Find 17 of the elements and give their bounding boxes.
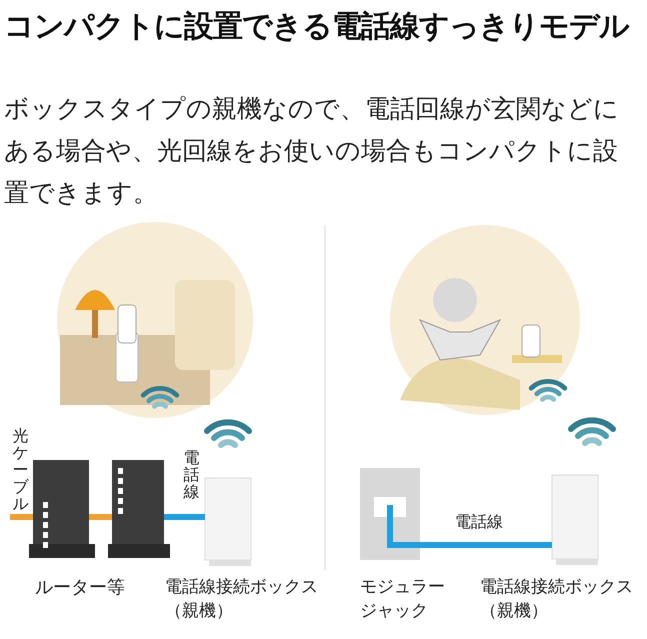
router-drawing bbox=[29, 460, 95, 558]
description-text: ボックスタイプの親機なので、電話回線が玄関などにある場合や、光回線をお使いの場合もコンパクトに設置できます。 bbox=[4, 94, 620, 209]
connection-box bbox=[552, 474, 598, 565]
modular-jack-drawing bbox=[360, 468, 420, 560]
device-caption: 電話線接続ボックス（親機） bbox=[480, 576, 634, 622]
device-caption: 電話線接続ボックス（親機） bbox=[165, 576, 319, 622]
cable-label: 光ケーブル bbox=[12, 428, 29, 513]
cable bbox=[164, 514, 205, 520]
router-drawing bbox=[108, 460, 170, 558]
cable-label: 電話線 bbox=[183, 450, 200, 501]
connection-box bbox=[204, 478, 252, 566]
device-caption: モジュラージャック bbox=[360, 576, 446, 622]
device-caption: ルーター等 bbox=[35, 576, 125, 599]
cable bbox=[10, 514, 33, 520]
title: コンパクトに設置できる電話線すっきりモデル bbox=[4, 9, 630, 45]
cable bbox=[387, 505, 552, 548]
cable bbox=[89, 514, 112, 520]
